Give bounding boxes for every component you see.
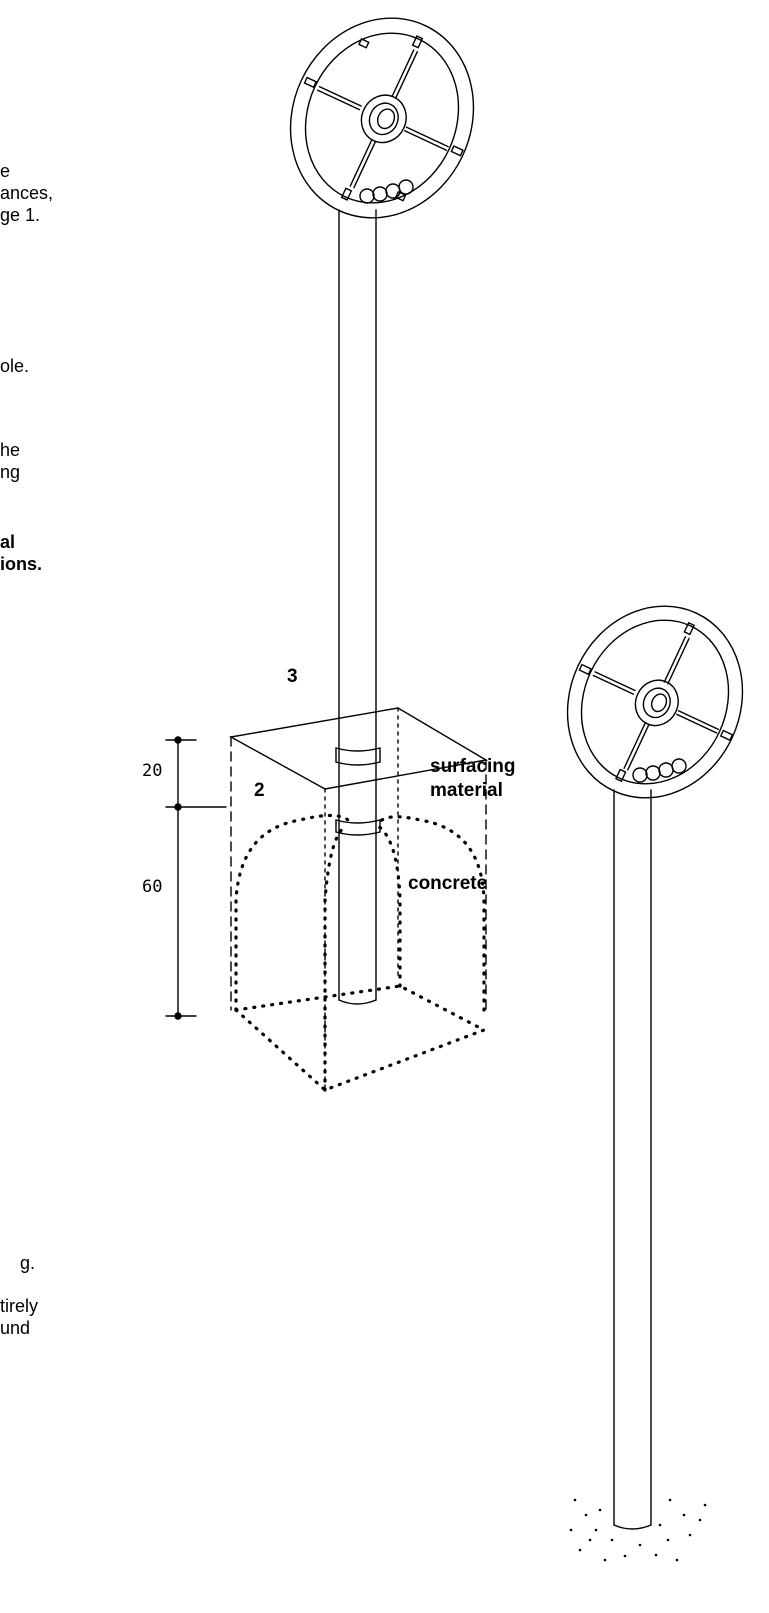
surfacing-layer: [228, 707, 488, 1091]
pole-left: [335, 209, 381, 1005]
surfacing-label-line2: material: [430, 780, 503, 801]
bottom-fragment-2: tirely: [0, 1296, 39, 1316]
surfacing-label-line1: surfacing: [430, 756, 516, 777]
text-fragment-1: e: [0, 161, 11, 181]
ball-bearings: [632, 758, 687, 783]
text-fragment-7: al: [0, 532, 16, 552]
dimension-arrow-icon: [165, 736, 227, 1020]
text-fragment-8: ions.: [0, 554, 43, 574]
surfacing-depth-value: 20: [142, 761, 163, 781]
concrete-label: concrete: [408, 873, 488, 894]
sun-wheel-icon: [289, 17, 475, 219]
text-fragment-6: ng: [0, 462, 21, 482]
ground-dots: [569, 1498, 707, 1562]
text-fragment-4: ole.: [0, 356, 30, 376]
step-number-2: 2: [254, 780, 265, 801]
step-number-3: 3: [287, 666, 298, 687]
text-fragment-2: ances,: [0, 183, 54, 203]
bottom-fragment-1: g.: [20, 1253, 36, 1273]
concrete-depth-value: 60: [142, 877, 163, 897]
text-fragment-3: ge 1.: [0, 205, 41, 225]
ball-bearings: [359, 179, 414, 204]
pole-right: [613, 789, 652, 1530]
sun-wheel-icon: [566, 605, 744, 799]
bottom-fragment-3: und: [0, 1318, 31, 1338]
concrete-footing: [234, 813, 486, 1092]
text-fragment-5: he: [0, 440, 21, 460]
